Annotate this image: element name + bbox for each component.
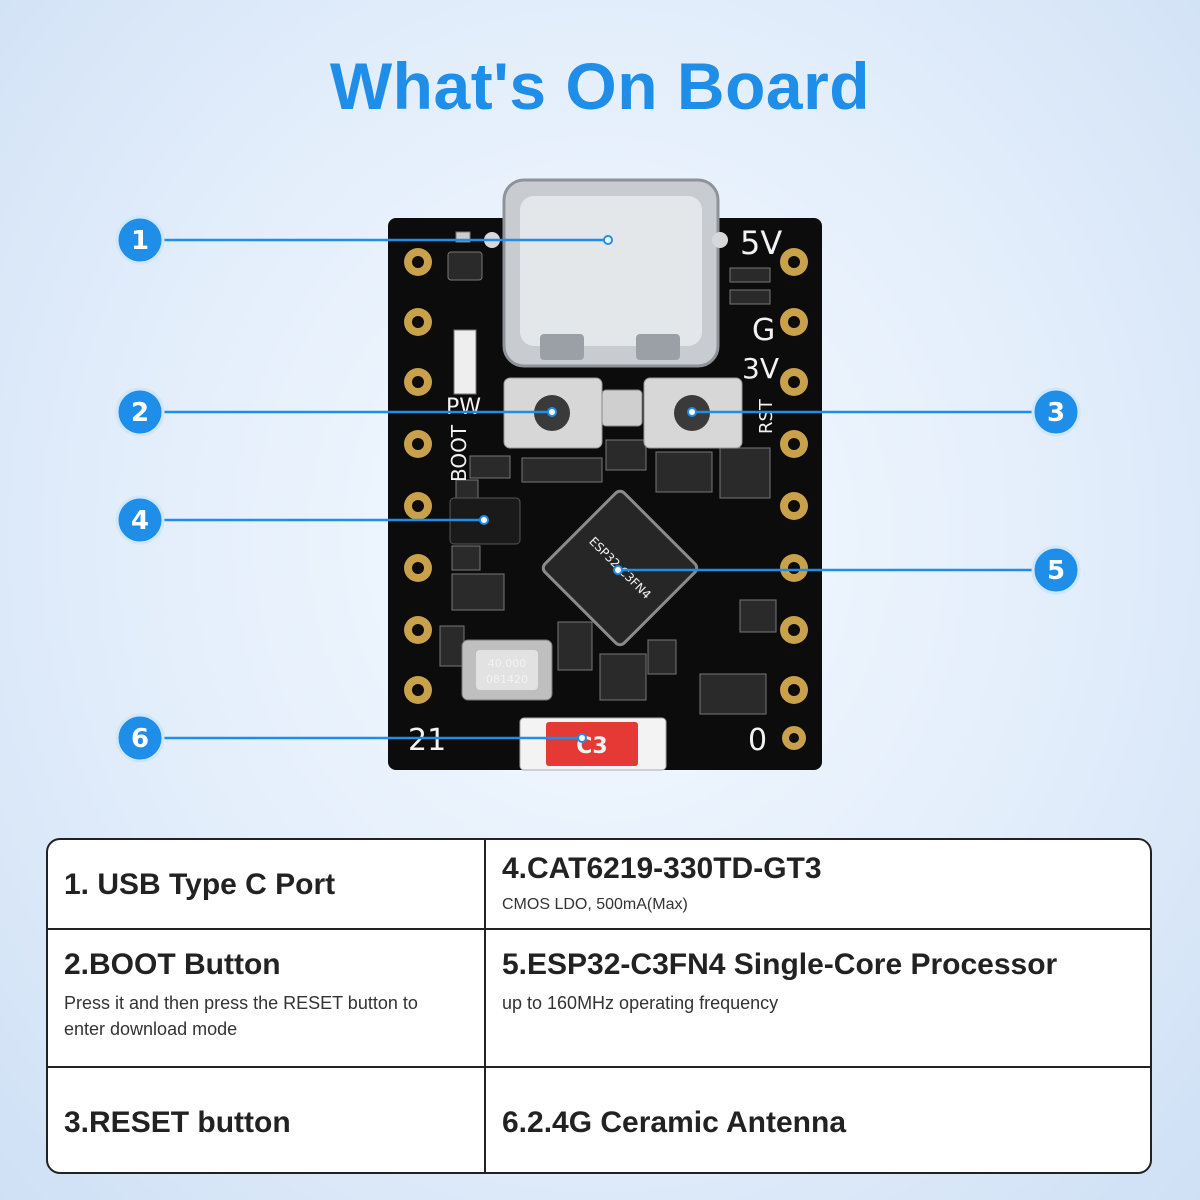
callout-badge-1: 1 bbox=[115, 215, 165, 265]
callout-badge-2: 2 bbox=[115, 387, 165, 437]
right-pin-pads bbox=[780, 248, 808, 750]
table-cell-ldo: 4.CAT6219-330TD-GT3 CMOS LDO, 500mA(Max) bbox=[502, 852, 822, 913]
component-table: 1. USB Type C Port 4.CAT6219-330TD-GT3 C… bbox=[46, 838, 1152, 1174]
label-boot: BOOT bbox=[447, 424, 471, 482]
board-diagram: ESP32-C3FN4 40.000 081420 C3 5V G 3V PW … bbox=[115, 178, 1081, 771]
svg-text:2: 2 bbox=[131, 398, 149, 428]
svg-text:1: 1 bbox=[131, 226, 149, 256]
table-cell-usb: 1. USB Type C Port bbox=[64, 868, 336, 901]
svg-text:40.000: 40.000 bbox=[488, 657, 527, 670]
crystal-oscillator: 40.000 081420 bbox=[461, 639, 553, 701]
callout-badge-5: 5 bbox=[1031, 545, 1081, 595]
table-cell-reset: 3.RESET button bbox=[64, 1106, 291, 1139]
left-pin-pads bbox=[404, 248, 432, 704]
svg-text:6: 6 bbox=[131, 724, 149, 754]
table-cell-processor: 5.ESP32-C3FN4 Single-Core Processor up t… bbox=[502, 948, 1058, 1013]
page-title: What's On Board bbox=[329, 49, 871, 123]
table-cell-antenna: 6.2.4G Ceramic Antenna bbox=[502, 1106, 847, 1139]
label-g: G bbox=[752, 313, 775, 348]
label-pw: PW bbox=[446, 395, 481, 420]
usb-c-connector bbox=[484, 178, 728, 368]
callout-badge-4: 4 bbox=[115, 495, 165, 545]
label-rst: RST bbox=[756, 398, 777, 434]
label-3v: 3V bbox=[742, 352, 779, 385]
svg-text:4: 4 bbox=[131, 506, 149, 536]
ceramic-antenna: C3 bbox=[519, 717, 667, 771]
table-cell-boot: 2.BOOT Button Press it and then press th… bbox=[64, 948, 418, 1039]
svg-text:081420: 081420 bbox=[486, 673, 528, 686]
callout-badge-6: 6 bbox=[115, 713, 165, 763]
label-pin-0: 0 bbox=[748, 723, 767, 758]
svg-text:5: 5 bbox=[1047, 556, 1065, 586]
label-pin-21: 21 bbox=[408, 723, 446, 758]
smd-components bbox=[439, 231, 777, 715]
label-5v: 5V bbox=[740, 224, 782, 262]
svg-text:3: 3 bbox=[1047, 398, 1065, 428]
callout-badge-3: 3 bbox=[1031, 387, 1081, 437]
